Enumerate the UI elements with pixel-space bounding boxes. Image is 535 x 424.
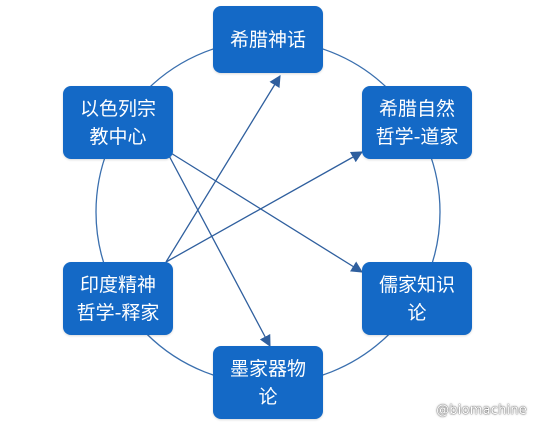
watermark: @biomachine xyxy=(420,402,527,418)
arrow-israel-to-confucian xyxy=(165,149,363,273)
arrow-israel-to-mohist xyxy=(165,149,271,348)
arrow-indian-to-greek_philosophy xyxy=(165,151,364,263)
node-greek-myth: 希腊神话 xyxy=(213,6,323,73)
node-israel-religious-center: 以色列宗 教中心 xyxy=(63,86,173,159)
watermark-text: @biomachine xyxy=(436,403,527,418)
weibo-logo-icon xyxy=(420,403,434,416)
node-indian-spiritual-philosophy: 印度精神 哲学-释家 xyxy=(63,262,173,335)
node-confucian-epistemology: 儒家知识 论 xyxy=(362,262,472,335)
arrow-edges xyxy=(165,75,364,348)
arrow-indian-to-greek_myth xyxy=(165,75,281,263)
node-mohist-instrumentalism: 墨家器物 论 xyxy=(213,346,323,419)
node-greek-natural-philosophy: 希腊自然 哲学-道家 xyxy=(362,86,472,159)
